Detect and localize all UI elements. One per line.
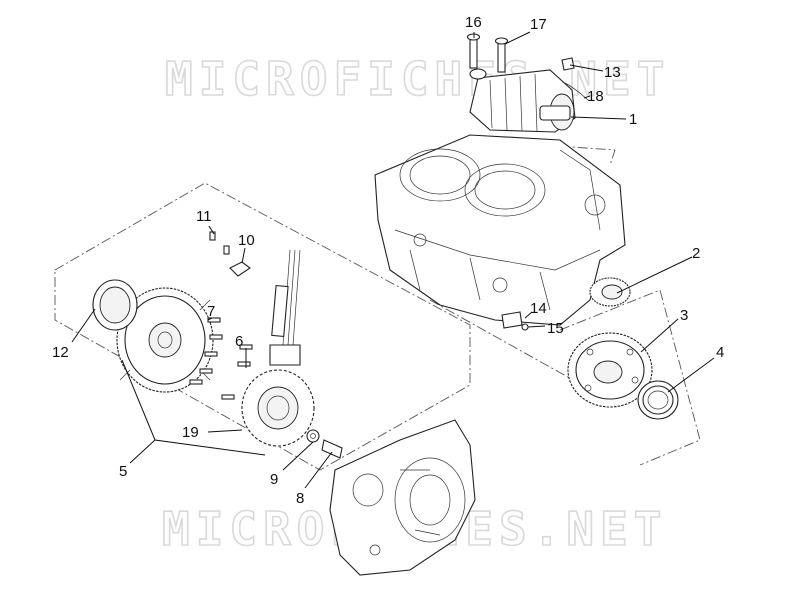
flywheel-bolts <box>189 317 235 400</box>
callout-15: 15 <box>547 320 564 337</box>
pickup-ring <box>92 279 138 331</box>
flywheel-rotor <box>116 287 214 393</box>
stator-screws <box>209 231 253 367</box>
starter-motor <box>469 69 576 133</box>
sensor-bracket <box>501 311 529 331</box>
callout-18: 18 <box>587 88 604 105</box>
washer-and-bolt <box>306 429 343 459</box>
generator-cover <box>329 419 476 576</box>
stator-wiring <box>269 249 301 366</box>
callout-17: 17 <box>530 16 547 33</box>
starter-clutch-gear <box>567 332 653 408</box>
callout-11: 11 <box>196 208 212 225</box>
callout-8: 8 <box>296 490 304 507</box>
callout-13: 13 <box>604 64 621 81</box>
callout-19: 19 <box>182 424 199 441</box>
callout-10: 10 <box>238 232 255 249</box>
freewheel-ring <box>637 380 679 420</box>
idler-gear <box>589 277 631 307</box>
callout-9: 9 <box>270 471 278 488</box>
crankcase-block <box>374 134 626 326</box>
callout-2: 2 <box>692 245 700 262</box>
callout-16: 16 <box>465 14 482 31</box>
callout-5: 5 <box>119 463 127 480</box>
leader-lines <box>71 31 715 489</box>
callout-3: 3 <box>680 307 688 324</box>
callout-6: 6 <box>235 333 243 350</box>
callout-1: 1 <box>629 111 637 128</box>
callout-7: 7 <box>207 303 215 320</box>
callout-12: 12 <box>52 344 69 361</box>
callout-4: 4 <box>716 344 724 361</box>
callout-14: 14 <box>530 300 547 317</box>
stator <box>241 369 315 447</box>
watermark-top: MICROFICHES.NET <box>165 52 670 106</box>
callout-labels: 1 2 3 4 5 6 7 8 9 10 11 12 13 14 15 16 1… <box>52 14 724 507</box>
